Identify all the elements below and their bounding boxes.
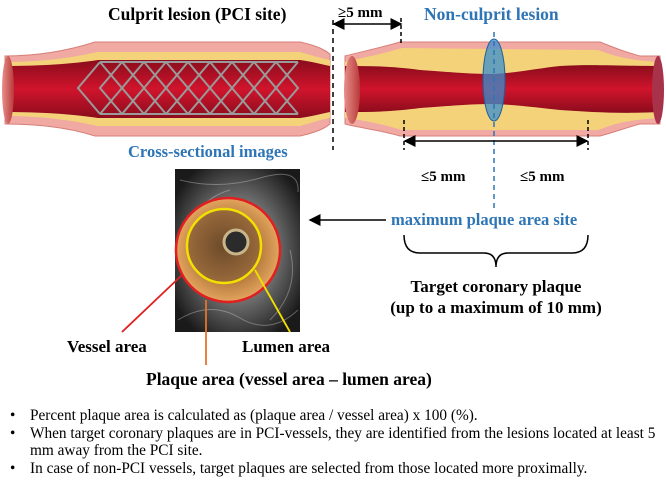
note-item: • When target coronary plaques are in PCI… (8, 425, 658, 460)
ivus-image (174, 169, 300, 332)
nonculprit-artery-segment (344, 38, 664, 137)
nonculprit-label: Non-culprit lesion (424, 4, 559, 24)
max-site-label: maximum plaque area site (391, 210, 577, 229)
plaque-area-label: Plaque area (vessel area – lumen area) (146, 369, 432, 389)
note-text: In case of non-PCI vessels, target plaqu… (30, 459, 588, 477)
note-text: Percent plaque area is calculated as (pl… (30, 407, 478, 424)
bullet-glyph: • (10, 424, 16, 442)
vessel-area-label: Vessel area (67, 337, 147, 356)
note-item: • Percent plaque area is calculated as (p… (8, 407, 658, 425)
vessel-area-leader (121, 274, 183, 333)
coronary-plaque-diagram: Culprit lesion (PCI site) ≥5 mm Non-culp… (2, 4, 664, 389)
note-item: • In case of non-PCI vessels, target plaq… (8, 460, 658, 478)
culprit-artery-segment (2, 41, 331, 137)
note-text: When target coronary plaques are in PCI-… (30, 424, 656, 460)
cross-sectional-label: Cross-sectional images (128, 142, 288, 161)
stent-icon (76, 61, 300, 115)
target-plaque-sublabel: (up to a maximum of 10 mm) (390, 298, 602, 317)
lumen-area-leader (254, 269, 291, 333)
le5-left-label: ≤5 mm (421, 169, 466, 185)
notes-list: • Percent plaque area is calculated as (p… (8, 407, 658, 477)
bullet-glyph: • (10, 407, 16, 424)
gap-label: ≥5 mm (338, 5, 383, 21)
le5-right-label: ≤5 mm (520, 169, 565, 185)
culprit-label: Culprit lesion (PCI site) (108, 4, 287, 24)
lumen-area-label: Lumen area (242, 337, 330, 356)
target-plaque-label: Target coronary plaque (411, 277, 582, 296)
bullet-glyph: • (10, 459, 16, 477)
ivus-catheter-icon (222, 228, 250, 256)
target-brace (403, 234, 589, 268)
